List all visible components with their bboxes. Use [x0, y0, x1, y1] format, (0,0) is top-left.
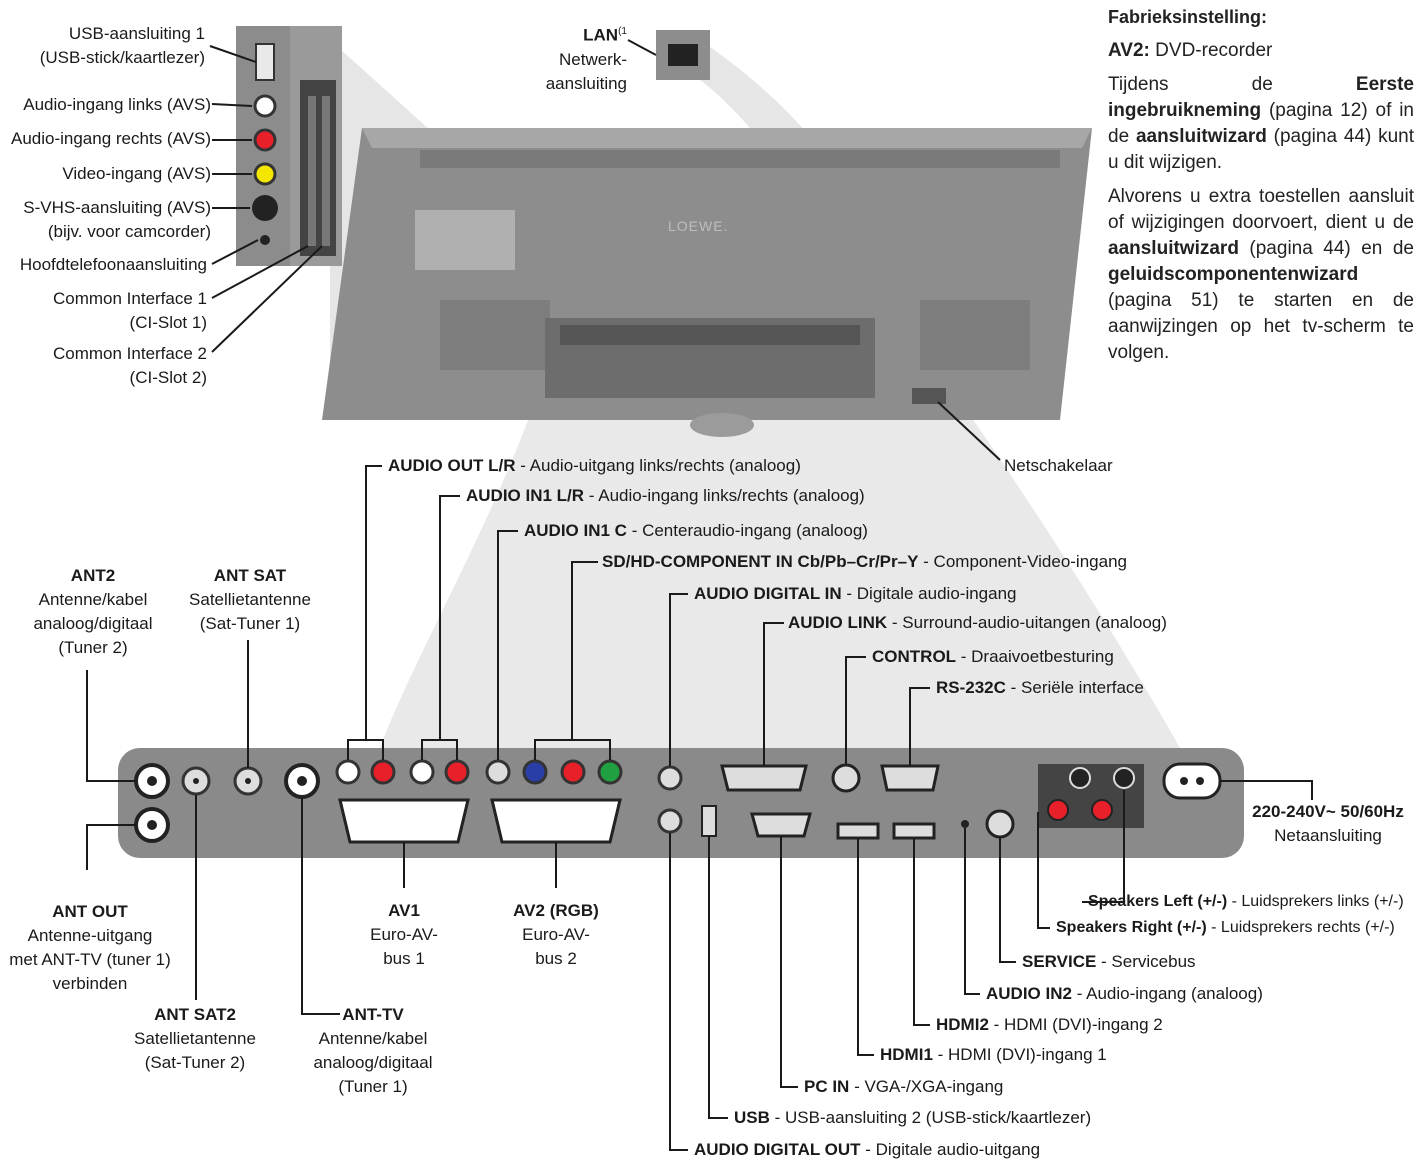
rs232-label: RS-232C - Seriële interface	[936, 678, 1144, 697]
factory-settings-note: Fabrieksinstelling: AV2: DVD-recorder Ti…	[1108, 4, 1414, 374]
lan-label: LAN(1 Netwerk-aansluiting	[545, 25, 627, 93]
note-av2: AV2: DVD-recorder	[1108, 40, 1273, 61]
component-label: SD/HD-COMPONENT IN Cb/Pb–Cr/Pr–Y - Compo…	[602, 552, 1127, 571]
audio-in1-label: AUDIO IN1 L/R - Audio-ingang links/recht…	[466, 486, 865, 505]
tv-back	[322, 128, 1092, 437]
audio-in2-label: AUDIO IN2 - Audio-ingang (analoog)	[986, 984, 1263, 1003]
usb2-label: USB - USB-aansluiting 2 (USB-stick/kaart…	[734, 1108, 1092, 1127]
audio-link-label: AUDIO LINK - Surround-audio-uitangen (an…	[788, 613, 1167, 632]
audio-out-label: AUDIO OUT L/R - Audio-uitgang links/rech…	[388, 456, 801, 475]
note-title: Fabrieksinstelling:	[1108, 7, 1268, 27]
usb1-label: USB-aansluiting 1(USB-stick/kaartlezer)	[39, 24, 205, 67]
ci1-label: Common Interface 1(CI-Slot 1)	[52, 289, 207, 332]
hdmi1-label: HDMI1 - HDMI (DVI)-ingang 1	[880, 1045, 1107, 1064]
av2-label: AV2 (RGB)Euro-AV-bus 2	[513, 901, 599, 968]
speakers-left-label: Speakers Left (+/-) - Luidsprekers links…	[1088, 893, 1404, 910]
service-label: SERVICE - Servicebus	[1022, 952, 1196, 971]
side-panel	[236, 26, 342, 266]
audio-right-label: Audio-ingang rechts (AVS)	[10, 129, 211, 148]
audio-digital-out-label: AUDIO DIGITAL OUT - Digitale audio-uitga…	[694, 1140, 1041, 1159]
note-paragraph-1: Tijdens de Eerste ingebruikneming (pagin…	[1108, 74, 1414, 173]
pc-in-label: PC IN - VGA-/XGA-ingang	[804, 1077, 1004, 1096]
speakers-right-label: Speakers Right (+/-) - Luidsprekers rech…	[1056, 919, 1395, 936]
video-in-label: Video-ingang (AVS)	[62, 164, 211, 183]
headphone-label: Hoofdtelefoonaansluiting	[19, 255, 207, 274]
svhs-label: S-VHS-aansluiting (AVS)(bijv. voor camco…	[23, 198, 211, 241]
leader-lines	[86, 39, 1313, 1151]
hdmi2-label: HDMI2 - HDMI (DVI)-ingang 2	[936, 1015, 1163, 1034]
power-switch-label: Netschakelaar	[1004, 456, 1113, 475]
connector-panel	[118, 748, 1244, 858]
audio-left-label: Audio-ingang links (AVS)	[23, 95, 211, 114]
tv-logo: LOEWE.	[668, 218, 729, 234]
control-label: CONTROL - Draaivoetbesturing	[872, 647, 1114, 666]
note-paragraph-2: Alvorens u extra toestellen aansluit of …	[1108, 186, 1414, 363]
audio-in1c-label: AUDIO IN1 C - Centeraudio-ingang (analoo…	[524, 521, 868, 540]
ci2-label: Common Interface 2(CI-Slot 2)	[52, 344, 207, 387]
zoom-beam-bottom	[380, 320, 1180, 748]
audio-digital-in-label: AUDIO DIGITAL IN - Digitale audio-ingang	[694, 584, 1017, 603]
